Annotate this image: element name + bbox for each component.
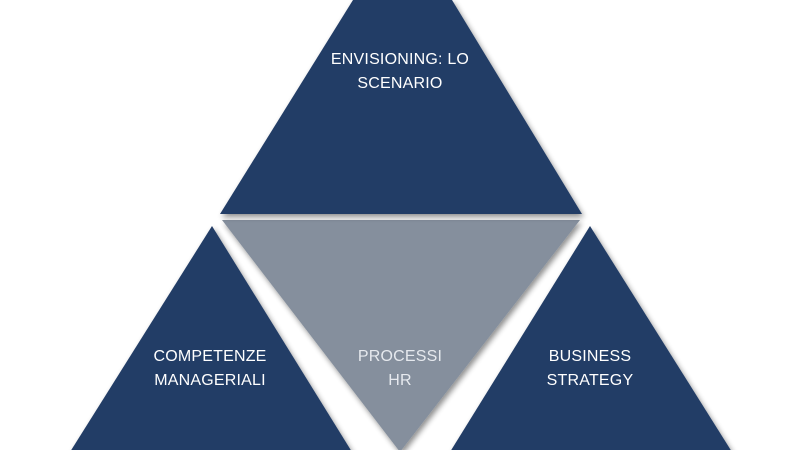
center-triangle xyxy=(222,220,580,450)
right-label-line2: STRATEGY xyxy=(546,372,634,389)
center-label-line1: PROCESSI xyxy=(357,348,443,365)
left-label-line2: MANAGERIALI xyxy=(154,372,266,389)
right-label-line1: BUSINESS xyxy=(548,348,632,365)
right-triangle xyxy=(451,226,731,450)
center-triangle-label: PROCESSI HR xyxy=(330,345,470,393)
top-triangle xyxy=(220,0,582,214)
left-triangle-label: COMPETENZE MANAGERIALI xyxy=(130,345,290,393)
top-triangle-label: ENVISIONING: LO SCENARIO xyxy=(300,48,500,96)
right-triangle-label: BUSINESS STRATEGY xyxy=(510,345,670,393)
left-triangle xyxy=(71,226,351,450)
left-label-line1: COMPETENZE xyxy=(153,348,267,365)
top-label-line1: ENVISIONING: LO xyxy=(330,51,470,68)
top-label-line2: SCENARIO xyxy=(357,75,443,92)
center-label-line2: HR xyxy=(388,372,412,389)
